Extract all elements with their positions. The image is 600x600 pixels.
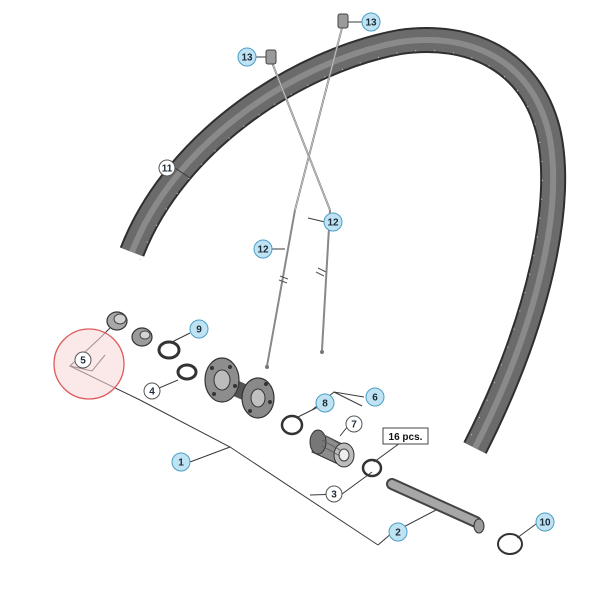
svg-text:16 pcs.: 16 pcs. bbox=[389, 432, 423, 443]
svg-text:11: 11 bbox=[162, 164, 173, 175]
svg-text:3: 3 bbox=[331, 490, 337, 501]
cone-nut[interactable] bbox=[131, 327, 153, 347]
callout-10[interactable]: 10 bbox=[535, 512, 555, 532]
o-ring-10[interactable] bbox=[497, 533, 523, 555]
axle[interactable] bbox=[386, 478, 485, 534]
lock-nut[interactable] bbox=[106, 311, 128, 331]
hub-body[interactable] bbox=[204, 357, 275, 419]
svg-text:8: 8 bbox=[322, 399, 328, 410]
spoke-2[interactable] bbox=[265, 23, 344, 369]
callout-13-upper[interactable]: 13 bbox=[361, 12, 381, 32]
callout-4[interactable]: 4 bbox=[143, 382, 161, 400]
svg-text:2: 2 bbox=[395, 528, 401, 539]
svg-text:12: 12 bbox=[327, 218, 339, 229]
svg-text:5: 5 bbox=[80, 356, 86, 367]
callout-2[interactable]: 2 bbox=[388, 522, 408, 542]
svg-text:10: 10 bbox=[539, 518, 551, 529]
svg-text:6: 6 bbox=[372, 393, 378, 404]
svg-text:13: 13 bbox=[365, 18, 377, 29]
callout-12-right[interactable]: 12 bbox=[323, 212, 343, 232]
callout-13-lower[interactable]: 13 bbox=[237, 47, 257, 67]
callout-11[interactable]: 11 bbox=[158, 159, 176, 177]
nipple-lower[interactable] bbox=[265, 49, 277, 65]
nipple-upper[interactable] bbox=[337, 13, 349, 29]
svg-text:9: 9 bbox=[196, 325, 202, 336]
callout-3[interactable]: 3 bbox=[325, 485, 343, 503]
callout-1[interactable]: 1 bbox=[171, 452, 191, 472]
washer-4[interactable] bbox=[176, 363, 198, 381]
svg-text:4: 4 bbox=[149, 387, 155, 398]
callout-9[interactable]: 9 bbox=[189, 319, 209, 339]
callout-6[interactable]: 6 bbox=[365, 387, 385, 407]
freehub-body[interactable] bbox=[309, 429, 355, 468]
callout-12-left[interactable]: 12 bbox=[253, 239, 273, 259]
leader-lines bbox=[68, 21, 537, 546]
svg-text:1: 1 bbox=[178, 458, 184, 469]
washer-8[interactable] bbox=[280, 414, 304, 436]
washer-9[interactable] bbox=[157, 340, 181, 360]
washer-16pcs[interactable] bbox=[361, 458, 383, 478]
spoke-1[interactable] bbox=[270, 59, 331, 354]
callout-5[interactable]: 5 bbox=[74, 351, 92, 369]
callout-7[interactable]: 7 bbox=[345, 415, 363, 433]
rim[interactable] bbox=[119, 27, 567, 454]
svg-text:13: 13 bbox=[241, 53, 253, 64]
svg-text:12: 12 bbox=[257, 245, 269, 256]
callout-8[interactable]: 8 bbox=[315, 393, 335, 413]
pcs-label: 16 pcs. bbox=[382, 427, 429, 445]
svg-text:7: 7 bbox=[351, 420, 357, 431]
